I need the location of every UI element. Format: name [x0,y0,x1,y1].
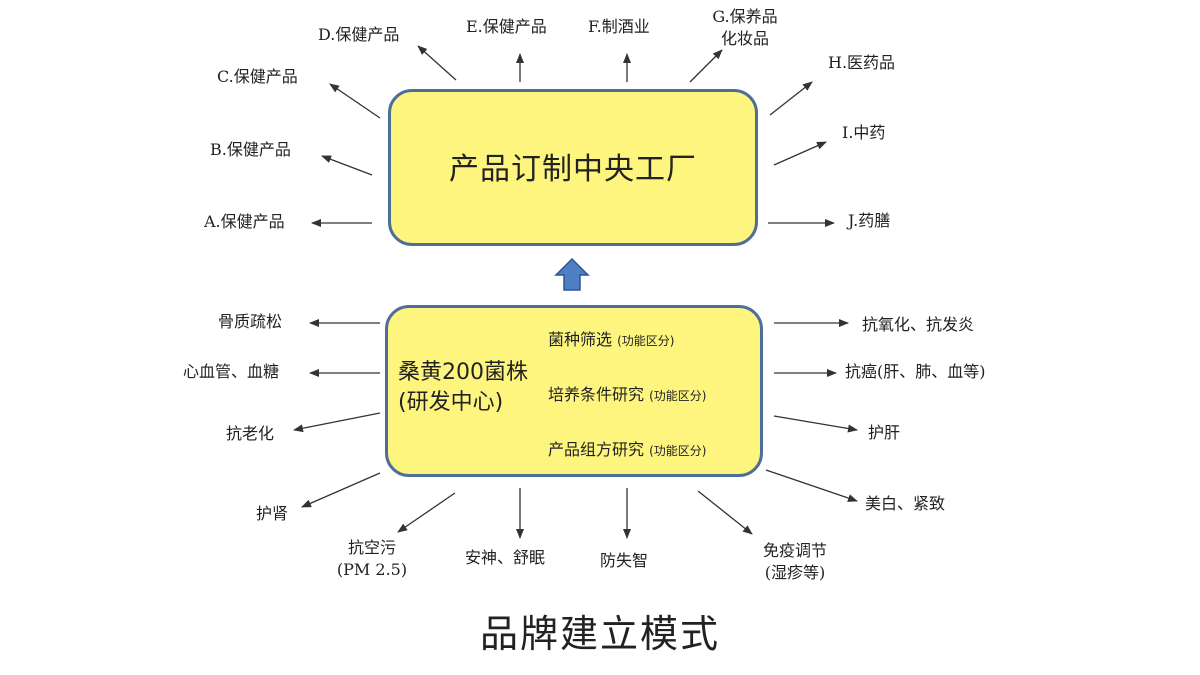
output-label-j: J.药膳 [848,211,891,230]
rd-title-line2: (研发中心) [398,390,504,415]
rd-item-formula-research: 产品组方研究 (功能区分) [548,436,706,460]
factory-title: 产品订制中央工厂 [449,152,697,187]
output-label-a: A.保健产品 [204,212,285,231]
rd-label-antioxidant: 抗氧化、抗发炎 [862,315,975,334]
rd-label-whitening: 美白、紧致 [865,494,946,513]
rd-label-cancer: 抗癌(肝、肺、血等) [845,362,986,381]
rd-label-liver: 护肝 [868,423,901,442]
rd-title-line1: 桑黄200菌株 [398,360,528,385]
arrow-to-whitening [765,469,858,502]
output-label-g-line1: G.保养品 [712,7,778,26]
rd-label-aging: 抗老化 [226,424,275,443]
output-label-e: E.保健产品 [466,17,547,36]
rd-item-note: (功能区分) [649,389,707,403]
arrow-to-b [321,155,373,176]
arrow-to-c [329,83,381,119]
rd-center-box: 桑黄200菌株 (研发中心) 菌种筛选 (功能区分) 培养条件研究 (功能区分)… [385,305,763,477]
rd-label-kidney: 护肾 [256,504,289,523]
output-label-d: D.保健产品 [318,25,400,44]
arrow-to-i [773,141,827,166]
rd-item-note: (功能区分) [617,334,675,348]
arrow-to-d [417,45,457,81]
arrow-to-kidney [301,472,381,508]
rd-item-culture-research: 培养条件研究 (功能区分) [548,381,706,405]
rd-item-main: 菌种筛选 [548,330,613,349]
arrow-to-immune [697,490,753,535]
arrow-to-liver [773,415,858,433]
rd-item-strain-screening: 菌种筛选 (功能区分) [548,326,674,350]
rd-label-sleep: 安神、舒眠 [465,548,546,567]
arrow-to-aging [293,412,381,433]
rd-label-cardio: 心血管、血糖 [183,362,280,381]
up-arrow-icon [554,257,590,291]
page-title: 品牌建立模式 [479,612,720,656]
output-label-g-line2: 化妆品 [720,29,769,48]
rd-label-pollution: 抗空污 (PM 2.5) [322,537,422,581]
output-label-i: I.中药 [842,123,886,142]
output-label-g: G.保养品 化妆品 [700,6,790,50]
rd-label-pollution-line1: 抗空污 [347,538,396,557]
arrow-to-g [689,49,723,83]
output-label-h: H.医药品 [828,53,896,72]
rd-label-immune-line1: 免疫调节 [762,541,827,560]
output-label-b: B.保健产品 [210,140,291,159]
rd-label-pollution-line2: (PM 2.5) [336,560,408,579]
rd-item-main: 培养条件研究 [548,385,645,404]
output-label-f: F.制酒业 [588,17,650,36]
arrow-to-pollution [397,492,456,533]
rd-label-immune: 免疫调节 (湿疹等) [745,540,845,584]
output-label-c: C.保健产品 [217,67,298,86]
central-factory-box: 产品订制中央工厂 [388,89,758,246]
rd-label-bone: 骨质疏松 [218,312,283,331]
arrow-to-h [769,81,813,116]
rd-item-note: (功能区分) [649,444,707,458]
rd-center-title: 桑黄200菌株 (研发中心) [398,358,528,418]
rd-label-dementia: 防失智 [600,551,649,570]
rd-item-main: 产品组方研究 [548,440,645,459]
rd-label-immune-line2: (湿疹等) [764,563,826,582]
